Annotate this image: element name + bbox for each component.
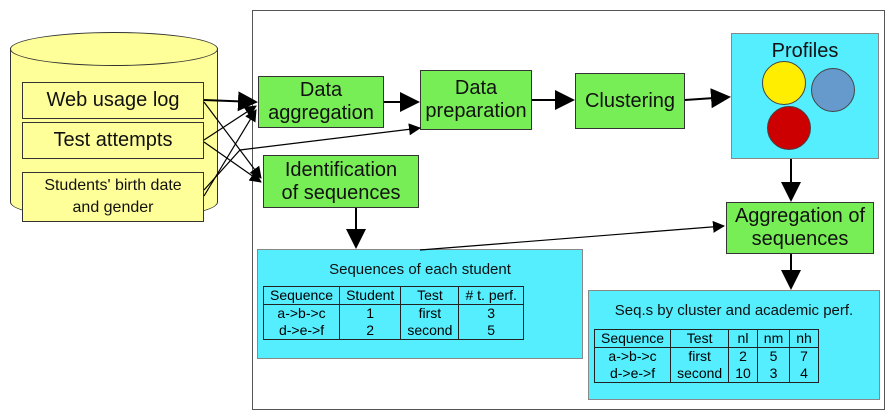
arrow-birth-to-aggregation (203, 109, 257, 197)
table-cell: 5 (458, 322, 524, 340)
arrow-birth-to-preparation (203, 123, 421, 191)
step-aggregation-label: Aggregation of sequences (734, 205, 866, 250)
process-frame (252, 10, 885, 410)
source-birth-gender-label: Students' birth date and gender (44, 177, 182, 216)
table-row: d->e->f 2 second 5 (262, 322, 524, 340)
step-identification-of-sequences: Identification of sequences (263, 155, 419, 208)
step-data-preparation: Data preparation (420, 70, 532, 130)
step-clustering-label: Clustering (584, 89, 676, 112)
table-header: nm (756, 329, 791, 348)
arrow-test-to-identification (203, 141, 262, 183)
table-cell: 3 (756, 365, 791, 383)
arrow-clustering-to-profiles (684, 88, 731, 109)
table-cell: 10 (728, 365, 758, 383)
profile-cluster-yellow (762, 61, 806, 105)
source-test-attempts-label: Test attempts (53, 129, 173, 151)
step-aggregation-of-sequences: Aggregation of sequences (726, 202, 874, 254)
table-cell: d->e->f (593, 365, 672, 383)
table-header: Test (400, 286, 460, 305)
profiles-box: Profiles (731, 33, 879, 159)
profile-cluster-red (767, 106, 811, 150)
arrow-sequences-to-aggregation-seq (419, 220, 725, 251)
table-header: Sequence (593, 329, 672, 348)
table-cell: 5 (756, 347, 791, 365)
table-cell: a->b->c (593, 347, 672, 365)
step-identification-label: Identification of sequences (281, 158, 401, 204)
table-header: Student (339, 286, 402, 305)
table-cell: d->e->f (262, 322, 341, 340)
table-cell: first (400, 304, 460, 322)
seqs-by-cluster-box: Seq.s by cluster and academic perf. Sequ… (588, 290, 880, 400)
table-header-row: Sequence Student Test # t. perf. (262, 286, 524, 305)
table-header: Sequence (262, 286, 341, 305)
seqs-by-cluster-table: Sequence Test nl nm nh a->b->c first 2 5… (593, 329, 819, 383)
table-row: a->b->c 1 first 3 (262, 304, 524, 322)
table-cell: 7 (789, 347, 819, 365)
source-test-attempts: Test attempts (22, 122, 204, 159)
step-data-aggregation-label: Data aggregation (268, 79, 374, 124)
arrow-web-to-identification (203, 101, 262, 179)
profile-cluster-blue (811, 68, 855, 112)
sequences-of-each-student-box: Sequences of each student Sequence Stude… (257, 249, 583, 359)
source-web-usage-log-label: Web usage log (46, 89, 180, 111)
seqs-by-cluster-title: Seq.s by cluster and academic perf. (614, 302, 854, 319)
table-row: d->e->f second 10 3 4 (593, 365, 819, 383)
table-cell: second (670, 365, 730, 383)
sequences-of-each-student-table: Sequence Student Test # t. perf. a->b->c… (262, 286, 524, 340)
profiles-title: Profiles (771, 40, 839, 62)
table-cell: 2 (339, 322, 402, 340)
table-cell: 3 (458, 304, 524, 322)
table-cell: 1 (339, 304, 402, 322)
table-cell: a->b->c (262, 304, 341, 322)
table-header: # t. perf. (458, 286, 524, 305)
table-header: Test (670, 329, 730, 348)
sequences-of-each-student-title: Sequences of each student (329, 261, 511, 278)
arrow-web-to-aggregation (203, 91, 258, 112)
step-data-aggregation: Data aggregation (258, 76, 384, 128)
table-header: nh (789, 329, 819, 348)
table-cell: second (400, 322, 460, 340)
source-birth-gender: Students' birth date and gender (22, 172, 204, 222)
table-row: a->b->c first 2 5 7 (593, 347, 819, 365)
table-header-row: Sequence Test nl nm nh (593, 329, 819, 348)
table-cell: first (670, 347, 730, 365)
step-clustering: Clustering (575, 73, 685, 129)
source-web-usage-log: Web usage log (22, 82, 204, 119)
database-cylinder-top (10, 32, 218, 66)
step-data-preparation-label: Data preparation (425, 77, 527, 122)
table-cell: 4 (789, 365, 819, 383)
